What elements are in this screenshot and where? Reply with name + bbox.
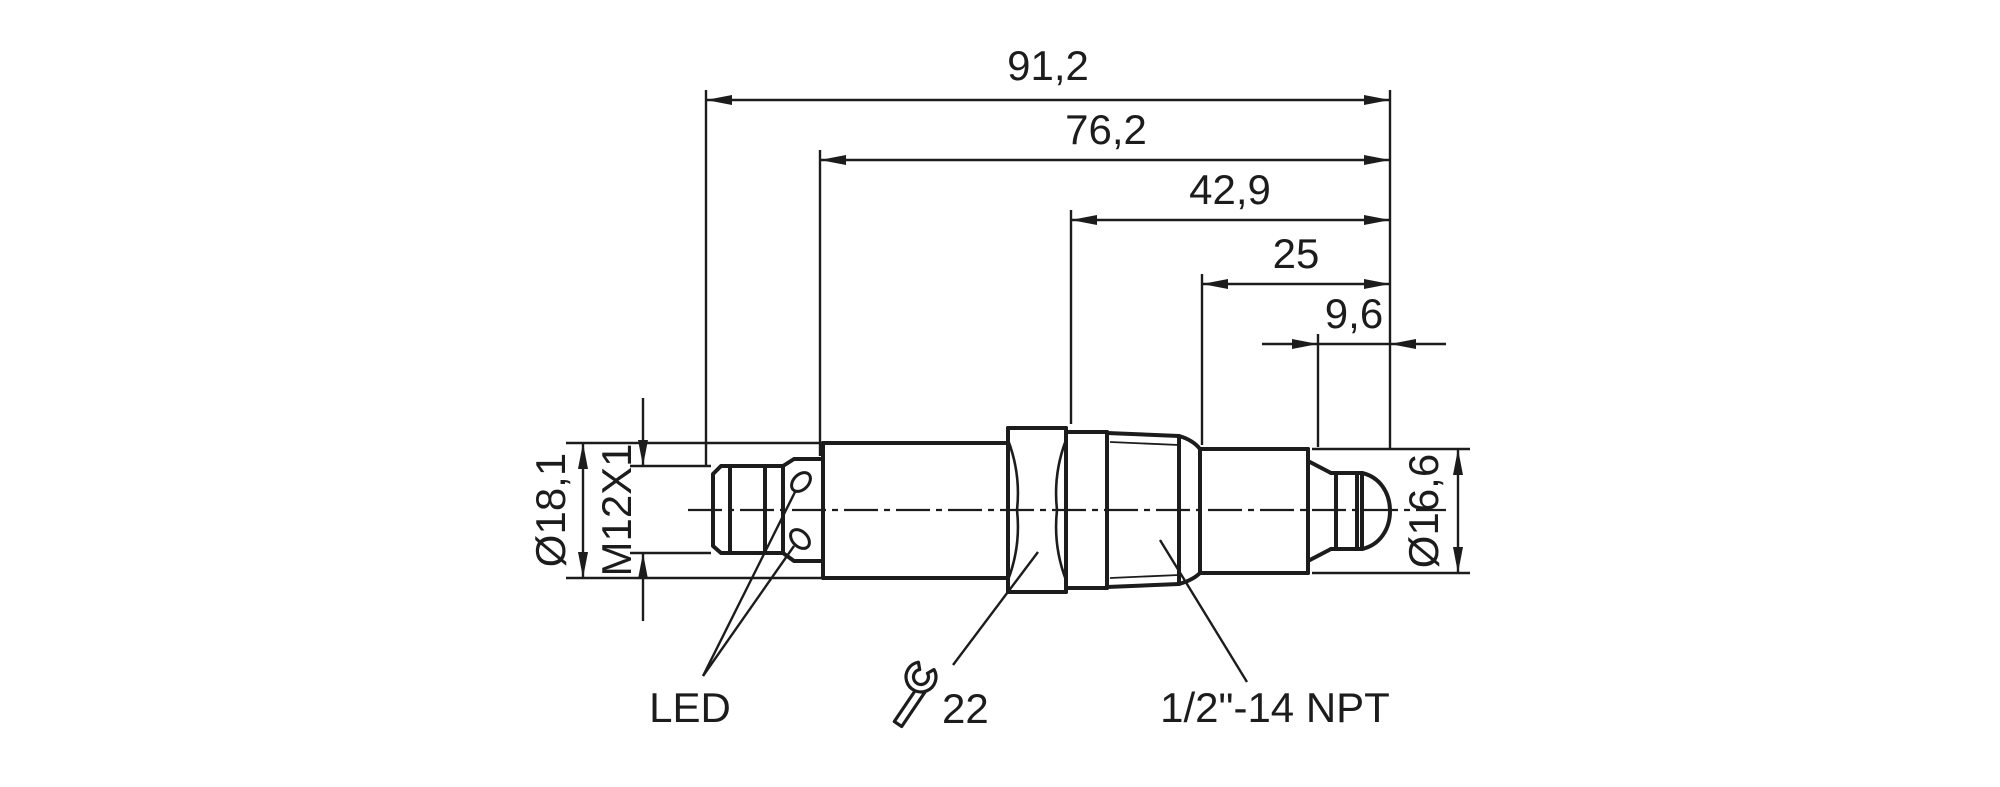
- thread-crest-top: [1105, 431, 1181, 438]
- arrowhead-left-outside: [1292, 339, 1318, 349]
- dimension-label: M12X1: [593, 443, 640, 576]
- leader-line: [702, 545, 795, 677]
- tip-dome: [1360, 471, 1392, 551]
- arrowhead-right: [1364, 95, 1390, 105]
- leader-line: [952, 551, 1039, 666]
- arrowhead-up-outside: [638, 553, 648, 579]
- callout-wrench-size: 22: [892, 551, 1039, 732]
- arrowhead-right: [1364, 155, 1390, 165]
- dimension-label: 42,9: [1189, 166, 1271, 213]
- leader-line: [701, 489, 798, 677]
- thread-root-bottom: [1109, 574, 1180, 579]
- arrowhead-right-outside: [1390, 339, 1416, 349]
- m12-connector: [711, 457, 825, 563]
- npt-thread-section: [1064, 430, 1202, 590]
- arrowhead-down: [578, 552, 588, 578]
- dim-hex-face-to-tip: 42,9: [1069, 166, 1390, 424]
- led-window-top: [790, 471, 812, 493]
- housing-barrel: [821, 441, 1010, 580]
- tip-cylinder: [1198, 447, 1310, 575]
- callout-process-connection: 1/2"-14 NPT: [1158, 539, 1390, 731]
- hex-chamfer-arc-right: [1054, 439, 1068, 581]
- process-connection-label: 1/2"-14 NPT: [1160, 684, 1390, 731]
- dimension-label: 76,2: [1065, 106, 1147, 153]
- hex-chamfer-arc-left: [1006, 439, 1020, 581]
- dim-overall-length: 91,2: [704, 42, 1390, 466]
- thread-chamfer-top: [1177, 434, 1202, 451]
- dim-thread-end-to-tip: 25: [1200, 230, 1390, 445]
- arrowhead-up: [578, 443, 588, 469]
- dim-housing-diameter: Ø18,1: [527, 441, 821, 580]
- arrowhead-left: [706, 95, 732, 105]
- sensor-body: [711, 426, 1392, 594]
- dimension-label: 9,6: [1325, 290, 1383, 337]
- arrowhead-right: [1364, 215, 1390, 225]
- dim-tip-length: 9,6: [1262, 290, 1446, 447]
- callout-led: LED: [649, 489, 798, 731]
- sensing-tip: [1306, 447, 1392, 575]
- arrowhead-up: [1453, 449, 1463, 475]
- tip-taper-top: [1306, 459, 1333, 475]
- dim-length-without-connector: 76,2: [818, 106, 1390, 456]
- arrowhead-left: [820, 155, 846, 165]
- wrench-size-label: 22: [942, 685, 989, 732]
- led-label: LED: [649, 684, 731, 731]
- dimension-label: Ø16,6: [1400, 454, 1447, 568]
- arrowhead-down-outside: [638, 440, 648, 466]
- led-window-bottom: [789, 528, 811, 550]
- wrench-icon: [892, 660, 938, 729]
- dimension-label: 25: [1273, 230, 1320, 277]
- dim-connector-thread: M12X1: [593, 398, 711, 621]
- leader-line: [1158, 539, 1249, 683]
- tip-taper-bottom: [1306, 547, 1333, 563]
- hex-nut: [1006, 426, 1068, 594]
- connector-silhouette: [711, 457, 825, 563]
- thread-root-top: [1109, 441, 1180, 446]
- dimension-label: Ø18,1: [527, 453, 574, 567]
- dimension-label: 91,2: [1007, 42, 1089, 89]
- dim-tip-diameter: Ø16,6: [1312, 447, 1470, 575]
- wrench-head: [904, 660, 938, 694]
- arrowhead-down: [1453, 547, 1463, 573]
- arrowhead-right: [1364, 279, 1390, 289]
- arrowhead-left: [1071, 215, 1097, 225]
- arrowhead-left: [1202, 279, 1228, 289]
- thread-crest-bottom: [1105, 582, 1181, 589]
